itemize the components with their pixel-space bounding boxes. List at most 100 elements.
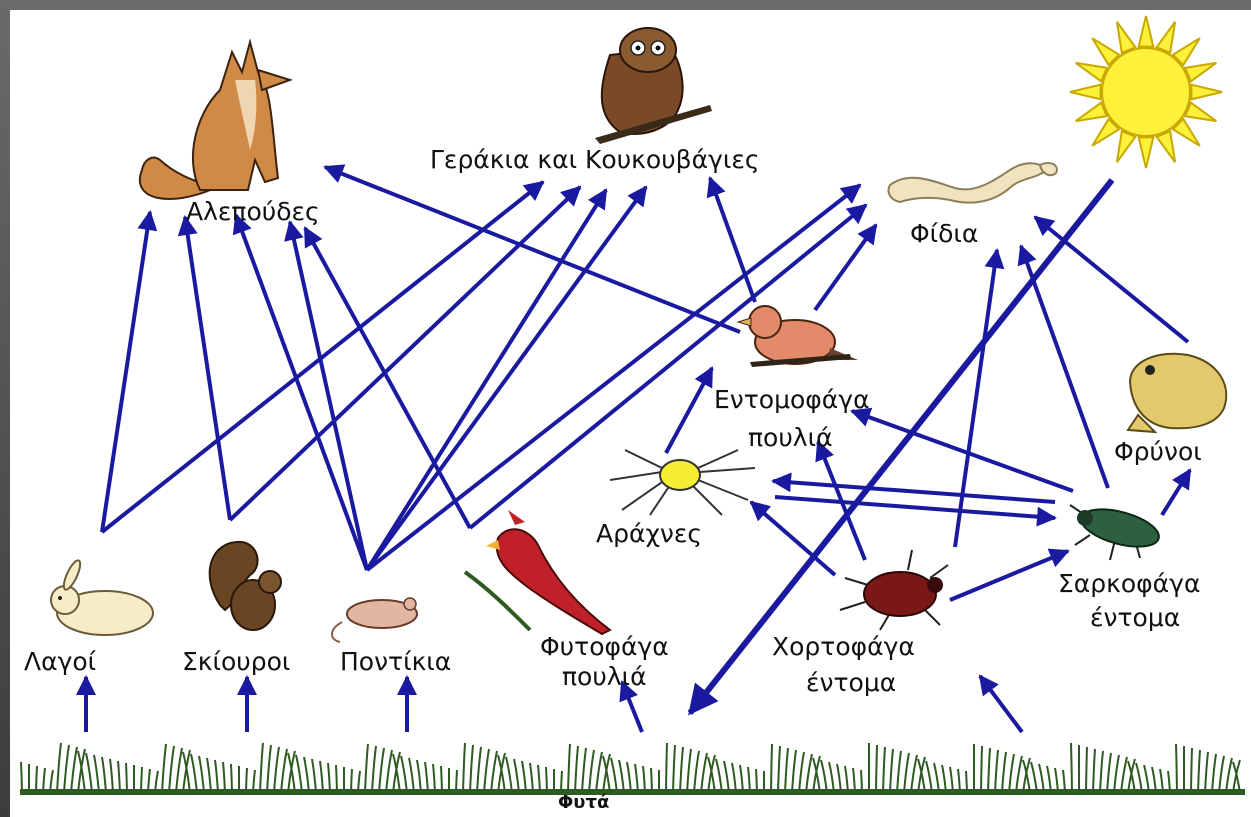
grass-blade bbox=[882, 746, 886, 794]
grass-blade bbox=[327, 762, 331, 794]
arrow-insectbirds-snakes bbox=[813, 223, 878, 312]
sun-ray bbox=[1091, 37, 1121, 67]
sun-ray bbox=[1115, 21, 1137, 55]
label-herbivore-birds-1: Φυτοφάγα bbox=[540, 632, 669, 661]
arrow-mice-foxes-1 bbox=[232, 213, 369, 571]
sun-icon bbox=[1069, 15, 1223, 169]
grass-blade bbox=[483, 748, 490, 794]
grass-blade bbox=[626, 761, 632, 794]
grass-blade bbox=[385, 749, 393, 794]
grass-blade bbox=[440, 765, 443, 794]
grass-blade bbox=[505, 756, 513, 794]
owl-branch bbox=[595, 105, 712, 144]
grass-blade bbox=[408, 757, 415, 794]
grass-blade bbox=[303, 756, 310, 794]
mouse-tail bbox=[331, 621, 343, 643]
sun-ray bbox=[1075, 101, 1109, 123]
snake-icon bbox=[887, 162, 1058, 204]
ground-line bbox=[20, 789, 1245, 795]
arrow-herbbirds-snakes bbox=[468, 203, 868, 530]
cardinal-beak bbox=[486, 540, 500, 550]
arrow-herbbirds-foxes bbox=[303, 226, 472, 529]
squirrel-icon bbox=[208, 540, 282, 631]
sun-ray bbox=[1115, 129, 1137, 163]
fox-body bbox=[192, 38, 280, 191]
grass-blade bbox=[198, 755, 205, 794]
arrow-plants-herbbirds bbox=[619, 680, 644, 733]
grass-blade bbox=[93, 754, 100, 794]
grass-blade bbox=[273, 746, 280, 794]
snake-body bbox=[887, 162, 1048, 204]
grass-blade bbox=[903, 752, 910, 794]
owl-head bbox=[619, 27, 677, 73]
mouse-icon bbox=[331, 597, 418, 643]
grass-blade bbox=[672, 744, 676, 794]
grass-blade bbox=[836, 763, 842, 794]
grass-blade bbox=[1135, 762, 1143, 794]
grass-blade bbox=[1175, 743, 1178, 794]
sun-ray bbox=[1155, 21, 1177, 55]
squirrel-body bbox=[230, 579, 276, 631]
fox-icon bbox=[139, 38, 294, 200]
food-web-panel: Αλεπούδες Γεράκια και Κουκουβάγιες Φίδια… bbox=[10, 10, 1251, 817]
grass-blade bbox=[715, 758, 723, 794]
label-spiders: Αράχνες bbox=[596, 519, 702, 548]
sun-ray bbox=[1171, 117, 1201, 147]
label-snakes: Φίδια bbox=[910, 219, 978, 248]
label-herbivore-birds-2: πουλιά bbox=[562, 662, 647, 691]
grass-blade bbox=[206, 757, 212, 794]
grass-blade bbox=[117, 760, 121, 794]
cardinal-branch bbox=[463, 570, 532, 632]
toad-body bbox=[1128, 352, 1228, 430]
grass-blade bbox=[1099, 750, 1104, 794]
arrow-carninsects-insectbirds bbox=[850, 407, 1074, 493]
grass-blade bbox=[875, 744, 878, 794]
label-insectivore-birds-1: Εντομοφάγα bbox=[714, 385, 870, 414]
grass-blade bbox=[70, 746, 78, 794]
rabbit-icon bbox=[50, 559, 154, 636]
grass-blade bbox=[101, 756, 107, 794]
arrow-insectbirds-hawks bbox=[706, 176, 757, 303]
food-web-diagram: Αλεπούδες Γεράκια και Κουκουβάγιες Φίδια… bbox=[20, 15, 1245, 813]
grass-blade bbox=[925, 760, 933, 794]
grass-blade bbox=[56, 742, 62, 794]
grass-blade bbox=[610, 757, 618, 794]
grass-blade bbox=[1218, 755, 1225, 794]
arrow-herbinsects-insectbirds bbox=[815, 440, 867, 561]
grass-blade bbox=[567, 743, 571, 794]
grass-blade bbox=[476, 746, 482, 794]
sun-disk bbox=[1101, 47, 1191, 137]
toad-icon bbox=[1126, 352, 1228, 434]
squirrel-head bbox=[258, 570, 282, 594]
grass-blade bbox=[770, 743, 773, 794]
arrow-herbinsects-snakes bbox=[953, 248, 1005, 548]
grass-blade bbox=[513, 758, 520, 794]
grass-blade bbox=[400, 755, 408, 794]
grass-blade bbox=[266, 744, 272, 794]
grass-blade bbox=[161, 743, 167, 794]
grass-blade bbox=[311, 758, 317, 794]
grass-blade bbox=[798, 751, 805, 794]
grass-blade bbox=[739, 764, 744, 794]
grass-blade bbox=[581, 747, 587, 794]
grass-blade bbox=[723, 760, 730, 794]
grass-blade bbox=[77, 750, 86, 794]
grass-blade bbox=[679, 746, 684, 794]
grass-blade bbox=[537, 764, 541, 794]
grass-blade bbox=[700, 752, 708, 794]
sun-ray bbox=[1069, 83, 1102, 101]
grass-blade bbox=[1038, 763, 1045, 794]
grass-blade bbox=[828, 761, 835, 794]
grass-blade bbox=[295, 754, 303, 794]
arrow-squirrels-foxes bbox=[177, 215, 232, 521]
fox-chest bbox=[235, 80, 257, 150]
grass-blade bbox=[896, 750, 902, 794]
spider-icon bbox=[609, 449, 756, 516]
grass-blade bbox=[378, 747, 385, 794]
beetle-icon bbox=[1069, 504, 1160, 561]
grass-blade bbox=[280, 748, 288, 794]
grass-blade bbox=[574, 745, 579, 794]
arrow-herbinsects-carninsects bbox=[949, 548, 1070, 602]
grass-blade bbox=[693, 750, 700, 794]
cardinal-icon bbox=[463, 510, 612, 636]
